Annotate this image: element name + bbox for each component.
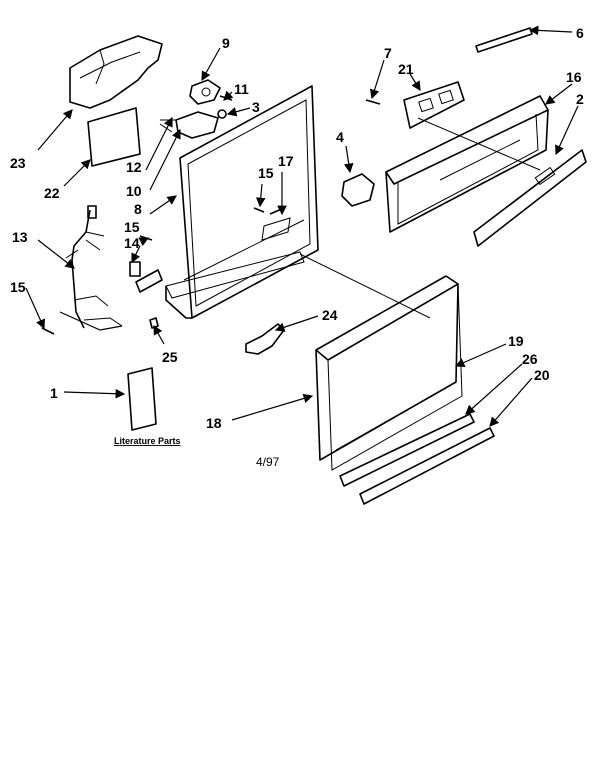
part-14-switch	[129, 261, 163, 293]
part-18-outer-door	[315, 275, 463, 471]
callout-11: 11	[234, 81, 249, 97]
part-1-literature	[127, 367, 157, 431]
callout-8: 8	[134, 201, 142, 217]
part-22-panel	[87, 107, 141, 167]
part-24-bracket	[245, 323, 285, 355]
part-4-switch	[341, 173, 375, 207]
part-9-latch	[189, 79, 221, 105]
callout-23: 23	[10, 155, 26, 171]
part-8-inner-door	[165, 85, 319, 319]
leader-lines	[25, 25, 579, 427]
callout-22: 22	[44, 185, 60, 201]
part-6-strip	[475, 27, 533, 53]
callout-1: 1	[50, 385, 58, 401]
callout-4: 4	[336, 129, 344, 145]
part-23-cover	[69, 35, 163, 109]
callout-13: 13	[12, 229, 28, 245]
date-code: 4/97	[256, 455, 280, 469]
callout-21: 21	[398, 61, 414, 77]
callout-16: 16	[566, 69, 582, 85]
callout-labels: 23 22 13 15 15 14 12 10 8 9 11 3 25 15 1…	[10, 25, 584, 431]
literature-parts-label: Literature Parts	[114, 436, 181, 446]
callout-2: 2	[576, 91, 584, 107]
part-21-control-module	[403, 81, 465, 129]
part-19-panel	[335, 381, 457, 451]
callout-3: 3	[252, 99, 260, 115]
callout-6: 6	[576, 25, 584, 41]
part-20-trim	[359, 427, 495, 505]
part-13-wire-harness	[59, 205, 123, 331]
callout-9: 9	[222, 35, 230, 51]
callout-17: 17	[278, 153, 294, 169]
callout-19: 19	[508, 333, 524, 349]
callout-15-left: 15	[10, 279, 26, 295]
callout-10: 10	[126, 183, 142, 199]
part-15-screws	[41, 207, 265, 335]
part-16-console	[385, 95, 549, 233]
callout-14: 14	[124, 235, 140, 251]
callout-12: 12	[126, 159, 142, 175]
callout-25: 25	[162, 349, 178, 365]
part-2-overlay	[473, 149, 587, 247]
part-26-trim	[339, 413, 475, 487]
callout-15-mid: 15	[124, 219, 140, 235]
callout-20: 20	[534, 367, 550, 383]
callout-18: 18	[206, 415, 222, 431]
part-3-nut	[217, 109, 227, 119]
part-7-screw	[365, 99, 381, 105]
callout-24: 24	[322, 307, 338, 323]
callout-15-right: 15	[258, 165, 274, 181]
part-12-bracket	[175, 111, 219, 139]
assembly-lines	[159, 117, 541, 319]
callout-7: 7	[384, 45, 392, 61]
callout-26: 26	[522, 351, 538, 367]
